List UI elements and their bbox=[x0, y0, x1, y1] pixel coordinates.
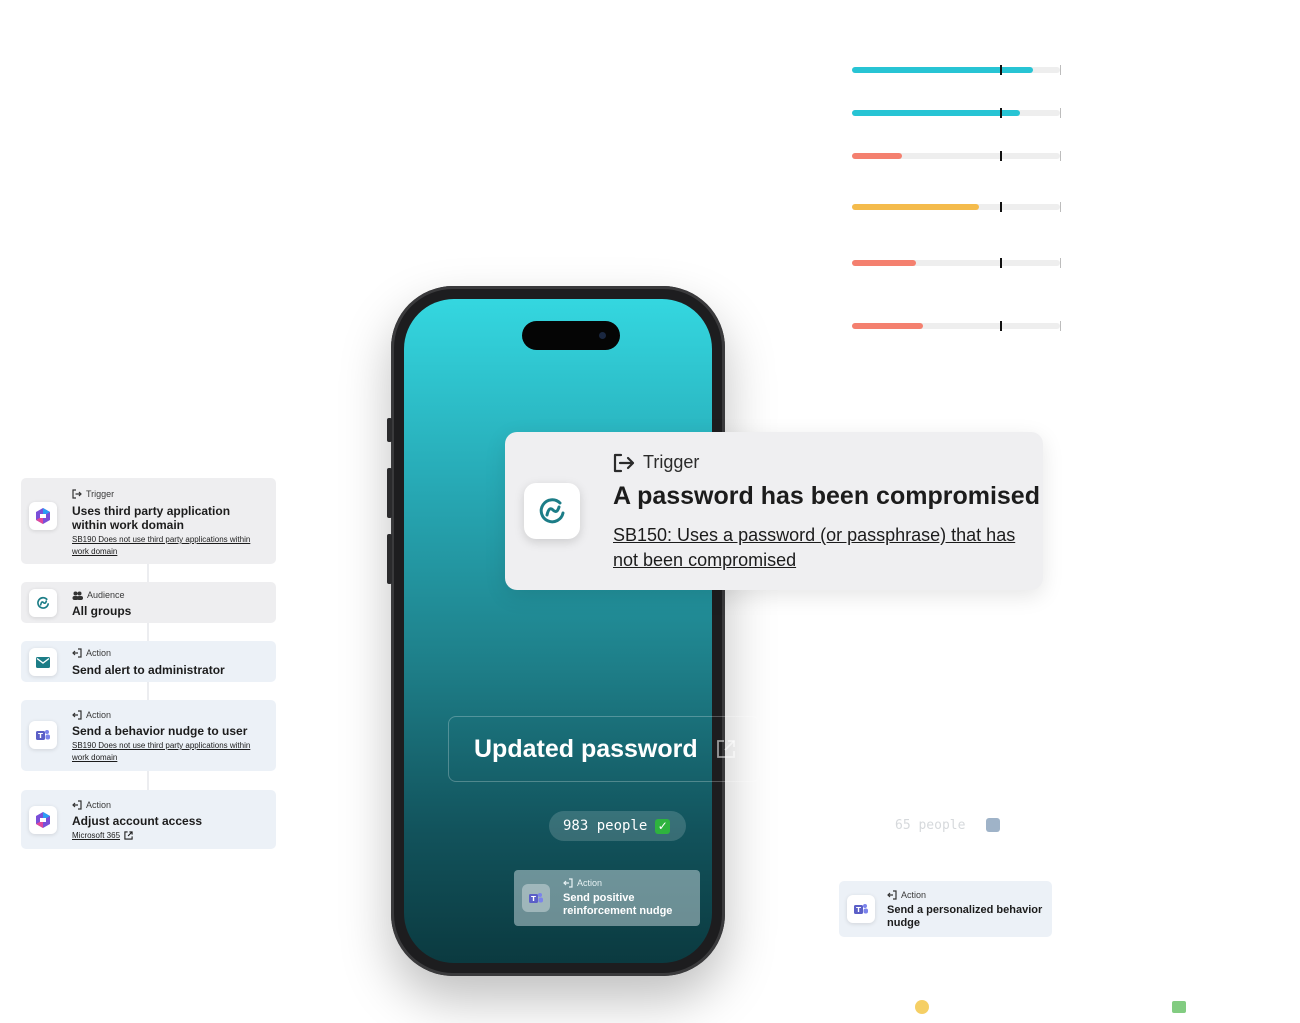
left-card-account-access[interactable]: Action Adjust account access Microsoft 3… bbox=[21, 790, 276, 849]
score-bar bbox=[852, 321, 1061, 331]
score-bar-fill bbox=[852, 153, 902, 159]
logout-arrow-icon bbox=[72, 489, 82, 499]
svg-text:T: T bbox=[531, 895, 536, 903]
ghost-bg: 65 people bbox=[895, 818, 966, 833]
left-card-kicker: Action bbox=[72, 710, 111, 720]
refresh-badge-icon bbox=[986, 818, 1000, 832]
positive-nudge-card[interactable]: T Action Send positive reinforcement nud… bbox=[514, 870, 700, 926]
people-count-pill: 983 people ✓ bbox=[549, 811, 686, 841]
updated-password-step[interactable]: Updated password bbox=[448, 716, 760, 782]
teams-icon: T bbox=[29, 721, 57, 749]
score-bar bbox=[852, 151, 1061, 161]
teams-icon: T bbox=[522, 884, 550, 912]
score-bar-end-tick bbox=[1060, 321, 1061, 331]
left-card-behavior-nudge[interactable]: T Action Send a behavior nudge to user S… bbox=[21, 700, 276, 771]
left-card-title: Adjust account access bbox=[72, 814, 203, 828]
updated-password-label: Updated password bbox=[474, 735, 698, 763]
score-bar-fill bbox=[852, 323, 923, 329]
positive-kicker: Action bbox=[563, 878, 602, 888]
score-bar-end-tick bbox=[1060, 65, 1061, 75]
left-card-link[interactable]: SB190 Does not use third party applicati… bbox=[72, 741, 251, 762]
svg-text:T: T bbox=[856, 906, 861, 914]
left-card-trigger[interactable]: Trigger Uses third party application wit… bbox=[21, 478, 276, 564]
action-arrow-icon bbox=[72, 710, 82, 720]
score-bar bbox=[852, 202, 1061, 212]
trigger-policy-link[interactable]: SB150: Uses a password (or passphrase) t… bbox=[613, 525, 1016, 570]
score-bar-target-marker bbox=[1000, 65, 1002, 75]
microsoft365-icon bbox=[29, 806, 57, 834]
score-bar-end-tick bbox=[1060, 258, 1061, 268]
left-card-title: Uses third party application within work… bbox=[72, 504, 231, 532]
phone-action-button bbox=[387, 418, 392, 442]
score-bar-fill bbox=[852, 110, 1021, 116]
phone-volume-down bbox=[387, 534, 392, 584]
action-arrow-icon bbox=[887, 890, 897, 900]
left-card-alert-admin[interactable]: Action Send alert to administrator bbox=[21, 641, 276, 682]
score-bar-end-tick bbox=[1060, 108, 1061, 118]
external-link-icon bbox=[124, 831, 133, 840]
trigger-title: A password has been compromised bbox=[613, 482, 1040, 510]
score-bar bbox=[852, 258, 1061, 268]
score-bar-end-tick bbox=[1060, 202, 1061, 212]
score-bar-end-tick bbox=[1060, 151, 1061, 161]
score-bar bbox=[852, 65, 1061, 75]
score-bar-target-marker bbox=[1000, 108, 1002, 118]
left-card-kicker: Trigger bbox=[72, 489, 114, 499]
left-card-kicker: Action bbox=[72, 800, 111, 810]
phone-mockup bbox=[387, 286, 725, 976]
left-card-audience[interactable]: Audience All groups bbox=[21, 582, 276, 623]
flag-icon bbox=[1172, 1001, 1186, 1013]
users-icon bbox=[72, 591, 83, 600]
score-bar-target-marker bbox=[1000, 151, 1002, 161]
action-arrow-icon bbox=[563, 878, 573, 888]
brand-logo-icon bbox=[524, 483, 580, 539]
phone-volume-up bbox=[387, 468, 392, 518]
trigger-kicker: Trigger bbox=[613, 452, 699, 473]
dynamic-island bbox=[522, 321, 620, 350]
left-card-kicker: Action bbox=[72, 648, 111, 658]
mail-icon bbox=[29, 648, 57, 676]
personalized-nudge-card[interactable]: T Action Send a personalized behavior nu… bbox=[839, 881, 1052, 937]
phone-screen bbox=[404, 299, 712, 963]
score-bar-target-marker bbox=[1000, 321, 1002, 331]
teams-icon: T bbox=[847, 895, 875, 923]
check-icon: ✓ bbox=[655, 818, 671, 834]
microsoft365-icon bbox=[29, 502, 57, 530]
action-arrow-icon bbox=[72, 800, 82, 810]
left-card-link[interactable]: Microsoft 365 bbox=[72, 830, 133, 842]
brand-logo-icon bbox=[29, 589, 57, 617]
trigger-card[interactable]: Trigger A password has been compromised … bbox=[505, 432, 1043, 590]
left-card-kicker: Audience bbox=[72, 590, 125, 600]
emoji-icon bbox=[915, 1000, 929, 1014]
score-bar-fill bbox=[852, 67, 1033, 73]
score-bar-target-marker bbox=[1000, 258, 1002, 268]
left-card-link[interactable]: SB190 Does not use third party applicati… bbox=[72, 535, 251, 556]
score-bar-fill bbox=[852, 204, 979, 210]
external-link-icon[interactable] bbox=[715, 738, 737, 765]
positive-title: Send positive reinforcement nudge bbox=[563, 892, 673, 917]
left-card-title: Send a behavior nudge to user bbox=[72, 724, 248, 738]
logout-arrow-icon bbox=[613, 453, 635, 472]
right-card-kicker: Action bbox=[887, 890, 926, 900]
action-arrow-icon bbox=[72, 648, 82, 658]
right-card-title: Send a personalized behavior nudge bbox=[887, 904, 1043, 929]
svg-text:T: T bbox=[38, 732, 43, 740]
score-bar bbox=[852, 108, 1061, 118]
score-bar-target-marker bbox=[1000, 202, 1002, 212]
score-bar-fill bbox=[852, 260, 917, 266]
left-card-title: All groups bbox=[72, 604, 132, 618]
people-count: 983 people bbox=[563, 818, 648, 834]
left-card-title: Send alert to administrator bbox=[72, 663, 225, 677]
